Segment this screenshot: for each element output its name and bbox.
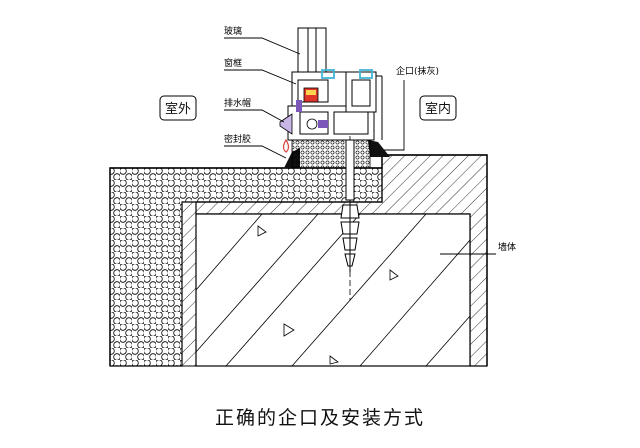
inner-hatch-strip (181, 201, 197, 367)
label-indoor: 室内 (425, 101, 451, 117)
purple-gasket (296, 100, 302, 112)
indoor-tag-box (419, 95, 457, 121)
label-rebate: 企口(抹灰) (396, 65, 439, 77)
purple-gasket-2 (318, 120, 328, 128)
label-sash: 窗框 (224, 57, 242, 69)
label-drain-cap: 排水帽 (224, 97, 251, 109)
outdoor-tag-box (159, 95, 197, 121)
cyan-cap-top (321, 69, 335, 79)
label-sealant: 密封胶 (224, 133, 251, 145)
wall-contour (109, 154, 488, 366)
leader-lines (224, 37, 496, 255)
label-wall: 墙体 (498, 241, 516, 253)
cyan-cap-right (359, 69, 373, 79)
label-glass: 玻璃 (224, 25, 242, 37)
concrete-texture (195, 213, 471, 367)
window-frame (287, 27, 383, 141)
concrete-core (195, 213, 471, 367)
sealant-bead-inner (368, 140, 390, 157)
diagram-caption: 正确的企口及安装方式 (215, 407, 425, 429)
anchor-screw (340, 136, 360, 300)
drain-cap (279, 113, 318, 135)
foam-filling (291, 139, 371, 169)
label-outdoor: 室外 (165, 101, 191, 117)
wall-structure (109, 154, 488, 367)
water-drop (282, 138, 290, 153)
